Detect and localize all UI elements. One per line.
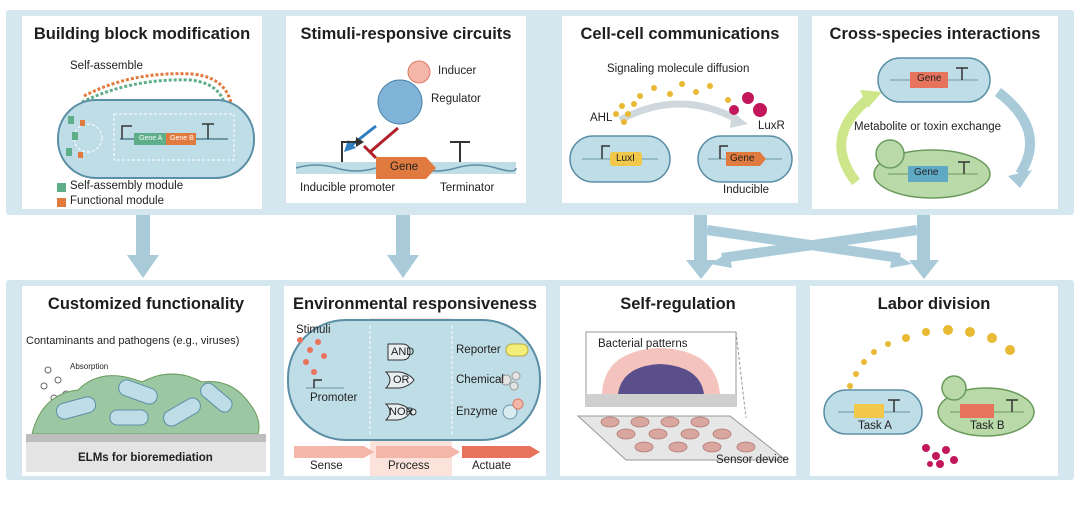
panel-title: Environmental responsiveness — [293, 295, 537, 313]
arrow-shaft-4 — [917, 215, 930, 262]
task-b-label: Task B — [970, 420, 1005, 432]
panel-labor-division: Labor division Task A Task B — [810, 286, 1058, 476]
panel-title: Cross-species interactions — [829, 25, 1041, 43]
panel-title: Self-regulation — [620, 295, 736, 313]
panel-title: Customized functionality — [47, 295, 245, 313]
exchange-label: Metabolite or toxin exchange — [854, 121, 1002, 133]
labor-diagram — [823, 325, 1035, 468]
reporter-label: Reporter — [456, 344, 501, 356]
arrow-head-2 — [387, 255, 419, 278]
actuate-label: Actuate — [472, 460, 511, 472]
luxi-label: LuxI — [616, 153, 635, 164]
panel-building-block: Building block modification Self-assembl… — [22, 16, 262, 209]
panel-title: Cell-cell communications — [580, 25, 780, 43]
panel-title: Building block modification — [33, 25, 251, 43]
enzyme-label: Enzyme — [456, 406, 498, 418]
panel-environmental: Environmental responsiveness Stimuli Pro… — [284, 286, 546, 476]
gene-top-label: Gene — [917, 73, 942, 84]
gene-label: Gene — [730, 153, 755, 164]
or-gate-label: OR — [393, 374, 410, 386]
nor-gate-label: NOR — [389, 406, 414, 418]
arrow-shaft-1 — [136, 215, 150, 257]
panel-customized: Customized functionality Contaminants an… — [22, 286, 270, 476]
legend-functional: Functional module — [70, 195, 164, 207]
contaminants-label: Contaminants and pathogens (e.g., viruse… — [26, 335, 240, 347]
inducible-label: Inducible — [723, 184, 770, 196]
gene-label: Gene — [390, 161, 419, 173]
elms-label: ELMs for bioremediation — [78, 452, 213, 464]
terminator-label: Terminator — [440, 182, 495, 194]
process-label: Process — [388, 460, 430, 472]
cross-arrow-head-1 — [890, 252, 912, 268]
chemical-label: Chemical — [456, 374, 504, 386]
communication-diagram — [569, 81, 793, 183]
biofilm-diagram — [26, 366, 266, 472]
panel-cross-species: Cross-species interactions Gene Metaboli… — [812, 16, 1058, 209]
panel-title: Labor division — [877, 295, 991, 313]
self-assemble-label: Self-assemble — [70, 60, 143, 72]
cross-arrow-head-2 — [710, 252, 732, 268]
regulator-label: Regulator — [431, 93, 481, 105]
gene-a-label: Gene A — [139, 135, 163, 142]
panel-title: Stimuli-responsive circuits — [300, 25, 512, 43]
cross-arrow-2 — [721, 225, 918, 263]
arrow-head-1 — [127, 255, 159, 278]
circuit-diagram — [295, 60, 517, 179]
logic-diagram — [287, 318, 541, 476]
arrow-shaft-2 — [396, 215, 410, 257]
cross-species-diagram — [836, 57, 1036, 199]
pattern-diagram — [576, 331, 788, 461]
arrow-head-3 — [686, 260, 716, 279]
panel-self-regulation: Self-regulation Bacterial patterns Senso… — [560, 286, 796, 476]
ahl-label: AHL — [590, 112, 613, 124]
absorption-label: Absorption — [70, 362, 109, 371]
gene-bottom-label: Gene — [914, 167, 939, 178]
luxr-label: LuxR — [758, 120, 785, 132]
promoter-label: Promoter — [310, 392, 358, 404]
gene-b-label: Gene B — [170, 135, 194, 142]
task-a-label: Task A — [858, 420, 892, 432]
panel-cell-communication: Cell-cell communications Signaling molec… — [562, 16, 798, 203]
stimuli-label: Stimuli — [296, 324, 331, 336]
sense-label: Sense — [310, 460, 343, 472]
arrow-shaft-3 — [694, 215, 707, 262]
panel-stimuli-circuits: Stimuli-responsive circuits Inducer Regu… — [286, 16, 526, 203]
promoter-label: Inducible promoter — [300, 182, 396, 194]
inducer-label: Inducer — [438, 65, 477, 77]
cell-diagram — [57, 72, 255, 207]
sensor-label: Sensor device — [716, 454, 789, 466]
diffusion-label: Signaling molecule diffusion — [607, 63, 750, 75]
patterns-label: Bacterial patterns — [598, 338, 688, 350]
and-gate-label: AND — [391, 346, 415, 358]
legend-self-assembly: Self-assembly module — [70, 180, 184, 192]
arrow-head-4 — [909, 260, 939, 279]
